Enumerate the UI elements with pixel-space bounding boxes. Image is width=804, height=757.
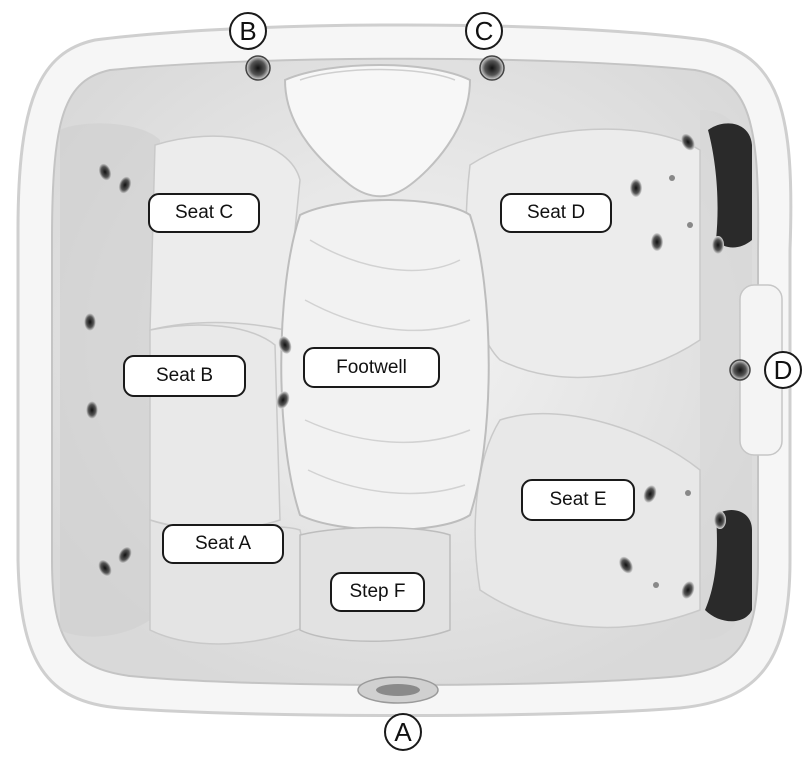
seat-c-label: Seat C bbox=[148, 193, 260, 233]
jets bbox=[84, 133, 726, 599]
jet-c bbox=[479, 55, 505, 81]
footwell-label: Footwell bbox=[303, 347, 440, 388]
seat-d-shape bbox=[465, 128, 701, 379]
marker-b: B bbox=[229, 12, 267, 50]
top-console bbox=[283, 64, 472, 198]
step-f-label: Step F bbox=[330, 572, 425, 612]
seat-c-shape bbox=[149, 135, 301, 331]
headrest-lower bbox=[705, 510, 752, 622]
left-wall bbox=[60, 123, 160, 637]
marker-d: D bbox=[764, 351, 802, 389]
headrest-upper bbox=[708, 123, 752, 248]
jet-d bbox=[729, 359, 751, 381]
marker-a: A bbox=[384, 713, 422, 751]
seat-e-label: Seat E bbox=[521, 479, 635, 521]
seat-d-label: Seat D bbox=[500, 193, 612, 233]
jet-b bbox=[245, 55, 271, 81]
seat-b-label: Seat B bbox=[123, 355, 246, 397]
seat-a-label: Seat A bbox=[162, 524, 284, 564]
marker-c: C bbox=[465, 12, 503, 50]
